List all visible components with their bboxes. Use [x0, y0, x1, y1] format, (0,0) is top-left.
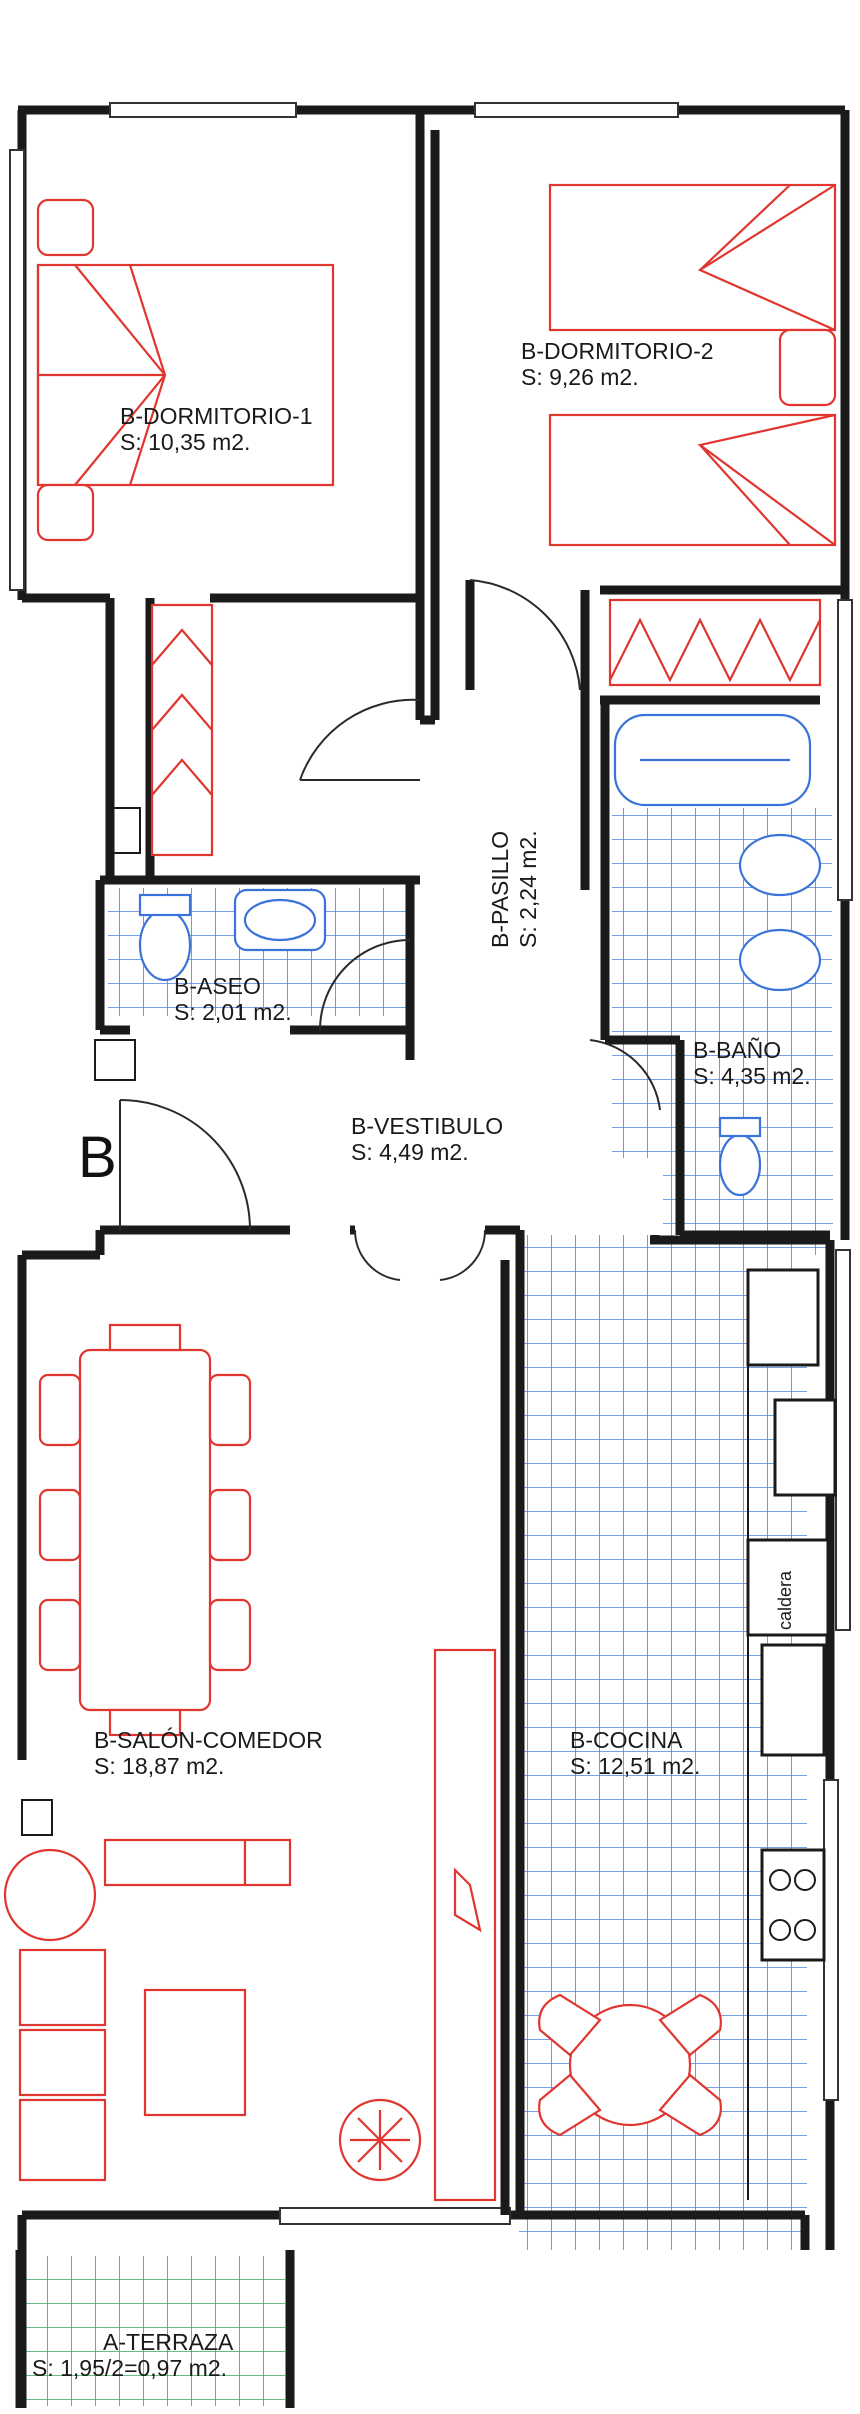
room-name: B-SALÓN-COMEDOR: [94, 1727, 323, 1753]
walls: [9, 102, 853, 2408]
kitchen-dining-set: [538, 1993, 722, 2137]
room-area: S: 2,24 m2.: [515, 830, 541, 948]
kitchen-fixtures: [746, 1268, 837, 1962]
room-name: B-VESTIBULO: [351, 1113, 504, 1139]
room-area: S: 4,35 m2.: [693, 1063, 811, 1089]
room-name: A-TERRAZA: [103, 2329, 234, 2355]
terraza: [15, 2250, 295, 2408]
doors: [119, 579, 661, 1281]
room-area: S: 12,51 m2.: [570, 1753, 701, 1779]
room-area: S: 4,49 m2.: [351, 1139, 469, 1165]
room-name: B-COCINA: [570, 1727, 683, 1753]
room-area: S: 1,95/2=0,97 m2.: [32, 2355, 227, 2381]
room-area: S: 18,87 m2.: [94, 1753, 225, 1779]
boiler-label: caldera: [775, 1570, 795, 1630]
aseo-fixtures: [107, 807, 327, 982]
room-name: B-DORMITORIO-2: [521, 338, 714, 364]
bed-dormitorio-1: [36, 198, 335, 542]
beds-dormitorio-2: [548, 183, 837, 547]
wardrobes: [150, 598, 822, 857]
room-area: S: 2,01 m2.: [174, 999, 292, 1025]
room-name: B-BAÑO: [693, 1037, 782, 1063]
room-name: B-ASEO: [174, 973, 261, 999]
salon-sofa-set: [3, 1648, 497, 2202]
bano-fixtures: [613, 713, 822, 1197]
room-name: B-PASILLO: [487, 830, 513, 948]
structural-marks: [21, 1039, 136, 1836]
room-name: B-DORMITORIO-1: [120, 403, 313, 429]
room-area: S: 10,35 m2.: [120, 429, 251, 455]
block-letter: B: [78, 1125, 117, 1190]
room-area: S: 9,26 m2.: [521, 364, 639, 390]
salon-dining-set: [38, 1323, 252, 1737]
